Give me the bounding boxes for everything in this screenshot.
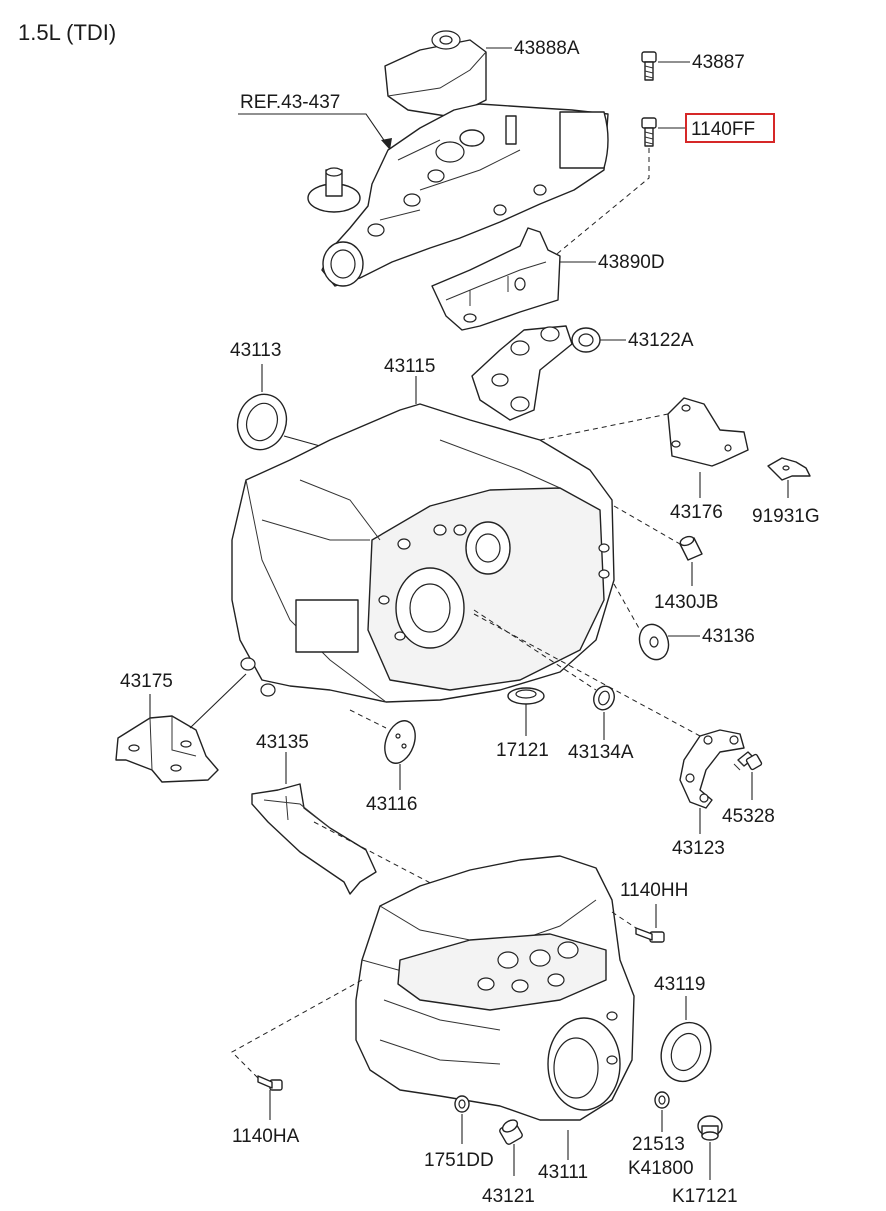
label-43121: 43121 [482,1186,535,1207]
label-43111: 43111 [538,1162,588,1183]
part-45328-bolt [733,751,763,771]
part-1140HH-bolt [635,927,665,943]
part-43123-retainer [679,729,745,809]
part-43116-plate [384,720,416,764]
part-1430JB-dowel-pin [679,535,703,561]
label-1140FF[interactable]: 1140FF [691,119,755,140]
label-1140HA: 1140HA [232,1126,300,1147]
dashed-line-1140HH [611,911,637,929]
label-43115: 43115 [384,356,435,377]
part-shift-mechanism-ref [307,103,609,287]
label-17121: 17121 [496,740,549,761]
part-43111-transmission-case [355,855,635,1121]
label-ref-43-437: REF.43-437 [240,92,340,113]
part-43887-bolt [641,51,657,81]
part-43122A-bracket [471,325,601,421]
label-1751DD: 1751DD [424,1150,494,1171]
label-1430JB: 1430JB [654,592,718,613]
part-43888A-shift-cap [384,30,487,117]
part-43134A-seal [593,685,615,711]
dashed-line-43136 [613,583,641,631]
part-43136-washer [638,623,670,661]
part-43121-plug [499,1119,523,1145]
part-43115-clutch-housing [231,403,615,703]
part-43890D-bracket [431,227,561,331]
part-1140HA-bolt [257,1075,283,1091]
part-43176-bracket [667,397,749,467]
label-43116: 43116 [366,794,417,815]
label-43136: 43136 [702,626,755,647]
part-21513-washer [654,1091,670,1109]
label-43135: 43135 [256,732,309,753]
label-91931G: 91931G [752,506,820,527]
part-43175-bracket [115,715,219,783]
label-43176: 43176 [670,502,723,523]
arrow-ref-43-437 [381,138,392,150]
dashed-line-43116 [349,709,387,729]
part-91931G-clip [767,457,811,481]
label-43123: 43123 [672,838,725,859]
part-43113-oil-seal [236,393,288,451]
label-K41800: K41800 [628,1158,694,1179]
label-43134A: 43134A [568,742,634,763]
part-1140FF-bolt [641,117,657,147]
label-43122A: 43122A [628,330,694,351]
label-1140HH: 1140HH [620,880,688,901]
dashed-line-43135 [313,821,441,889]
part-K17121-plug [697,1115,723,1141]
leader-43175-to-case [189,673,247,729]
label-43113: 43113 [230,340,281,361]
part-17121-plug [507,687,545,705]
label-K17121: K17121 [672,1186,738,1207]
dashed-line-43176 [539,413,669,441]
dashed-line-1140HA [231,979,363,1081]
engine-variant-title: 1.5L (TDI) [18,20,116,45]
highlight-box-1140FF[interactable] [685,113,775,143]
part-43135-guide [251,783,377,895]
label-43175: 43175 [120,671,173,692]
label-43890D: 43890D [598,252,665,273]
leader-43113-to-case [283,435,321,447]
label-45328: 45328 [722,806,775,827]
label-21513: 21513 [632,1134,685,1155]
label-43887: 43887 [692,52,745,73]
leader-ref-43-437 [238,113,389,147]
label-43888A: 43888A [514,38,580,59]
dashed-line-43134A [473,609,597,691]
label-43119: 43119 [654,974,705,995]
part-1751DD-gasket [454,1095,470,1113]
part-43119-oil-seal [660,1021,712,1083]
dashed-line-1140FF [551,148,650,259]
dashed-line-43123 [473,613,701,737]
dashed-line-1430JB [613,505,681,545]
